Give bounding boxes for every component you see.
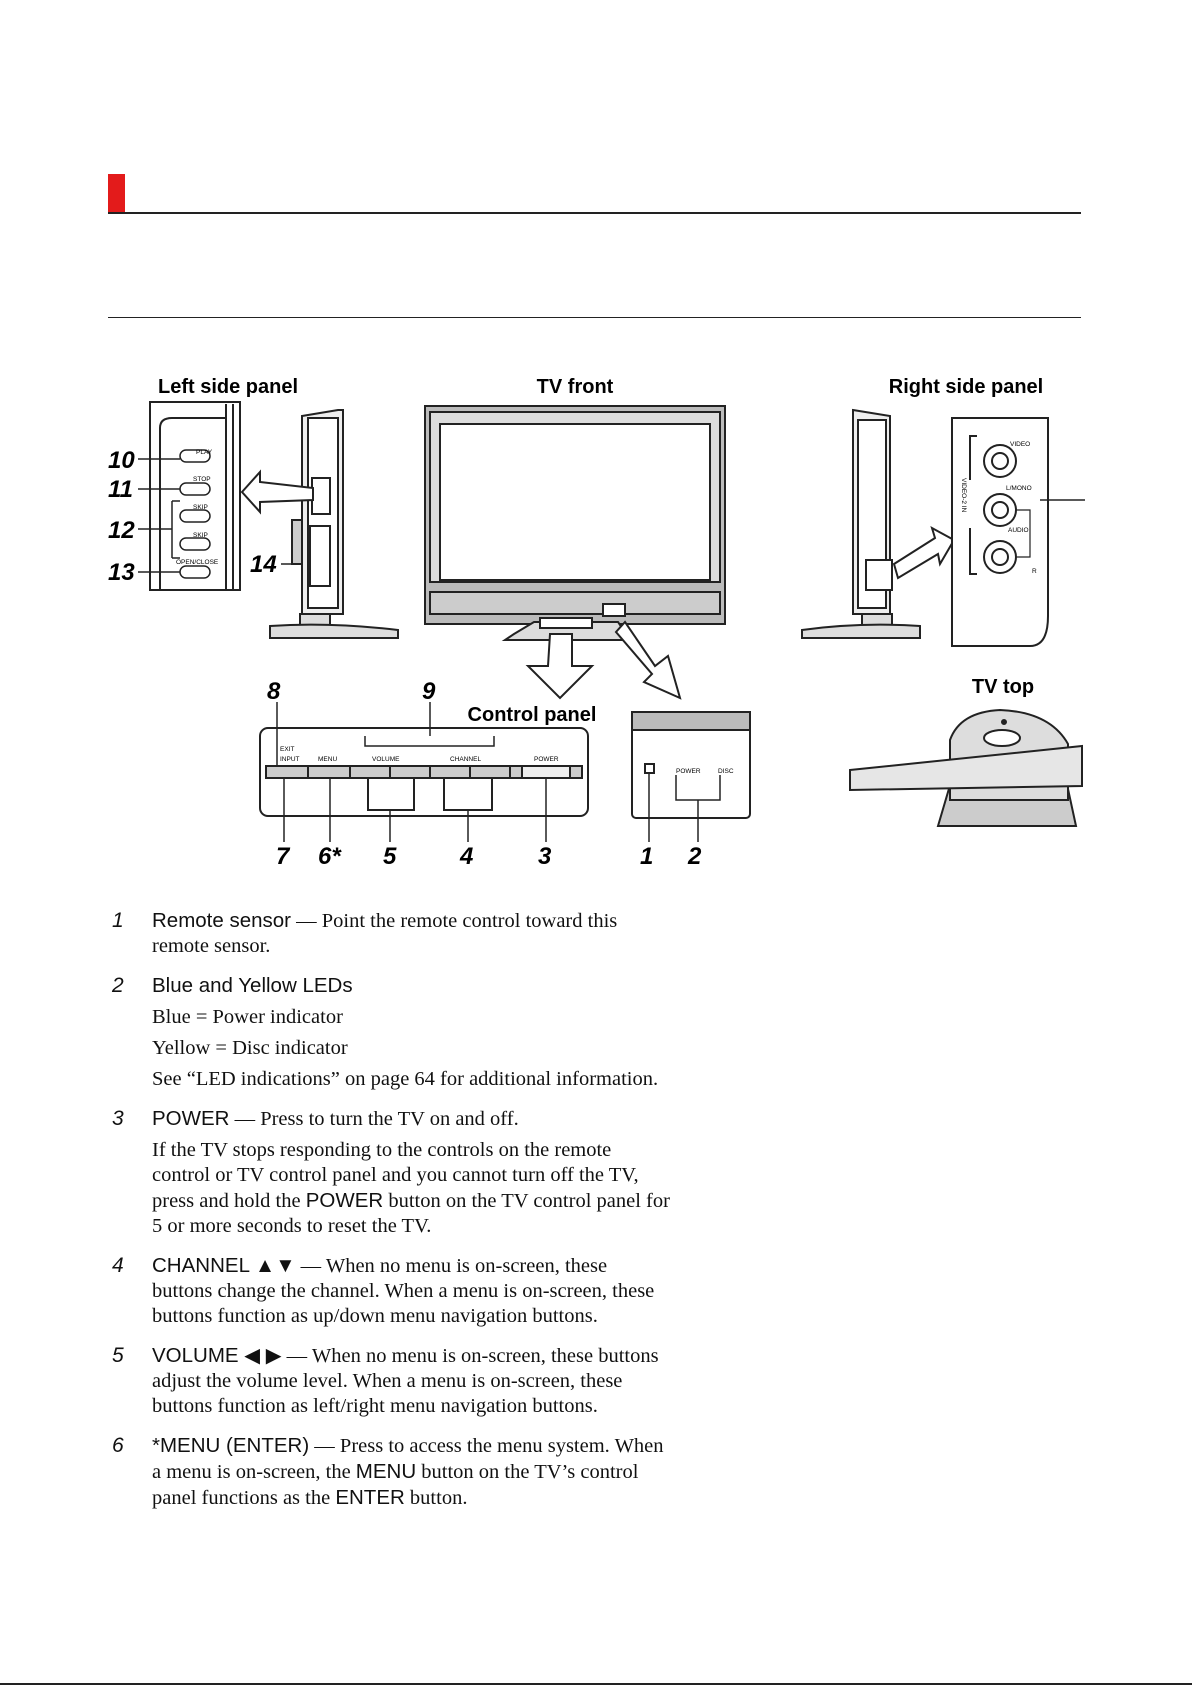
- item-number: 2: [112, 974, 124, 997]
- video2-in-label: VIDEO-2 IN: [960, 478, 967, 513]
- open-close-label: OPEN/CLOSE: [176, 559, 219, 566]
- led-disc-label: DISC: [718, 768, 734, 775]
- item-number: 6: [112, 1434, 124, 1457]
- item-number: 4: [112, 1254, 124, 1277]
- control-panel-title: Control panel: [468, 704, 597, 726]
- item-lead: VOLUME ◀ ▶: [152, 1344, 282, 1367]
- item-text: Yellow = Disc indicator: [152, 1037, 348, 1059]
- header-rule: [108, 212, 1081, 214]
- down-arrow-icon: [525, 633, 595, 700]
- tv-front-view: [424, 405, 726, 641]
- callout-5: 5: [383, 843, 397, 870]
- skip-back-label: SKIP: [193, 504, 208, 511]
- skip-fwd-label: SKIP: [193, 532, 208, 539]
- item-lead: CHANNEL ▲▼: [152, 1254, 296, 1277]
- jack-panel: [951, 417, 1085, 647]
- item-text: — When no menu is on-screen, these butto…: [152, 1345, 659, 1417]
- item-number: 5: [112, 1344, 124, 1367]
- control-panel-closeup: [259, 727, 589, 817]
- led-panel: [631, 711, 751, 842]
- callout-11: 11: [108, 476, 133, 503]
- led-power-label: POWER: [676, 768, 701, 775]
- item-3: 3 POWER — Press to turn the TV on and of…: [110, 1106, 670, 1239]
- item-number: 3: [112, 1107, 124, 1130]
- callout-10: 10: [108, 447, 135, 474]
- callout-14: 14: [250, 551, 277, 578]
- channel-label: CHANNEL: [450, 756, 481, 763]
- footer-rule: [0, 1683, 1192, 1685]
- right-arrow-icon: [892, 525, 956, 580]
- item-text: button on the TV control panel for 5 or …: [152, 1190, 670, 1237]
- item-5: 5 VOLUME ◀ ▶ — When no menu is on-screen…: [110, 1343, 670, 1419]
- callout-6: 6*: [318, 843, 342, 870]
- item-text: button on the TV’s control panel functio…: [152, 1461, 639, 1509]
- power-key: POWER: [305, 1189, 384, 1212]
- item-text: If the TV stops responding to the contro…: [152, 1139, 639, 1212]
- callout-12: 12: [108, 517, 135, 544]
- callout-7: 7: [276, 843, 291, 870]
- volume-label: VOLUME: [372, 756, 400, 763]
- item-text: See “LED indications” on page 64 for add…: [152, 1068, 659, 1090]
- item-4: 4 CHANNEL ▲▼ — When no menu is on-screen…: [110, 1253, 670, 1329]
- tv-top-view: [849, 708, 1083, 827]
- item-text: When a menu is on-screen, the: [152, 1435, 664, 1483]
- item-text: button.: [404, 1487, 468, 1509]
- jack-r-label: R: [1032, 568, 1037, 575]
- callout-13: 13: [108, 559, 135, 586]
- right-side-panel-title: Right side panel: [889, 376, 1043, 398]
- item-text: — When no menu is on-screen, these butto…: [152, 1255, 655, 1327]
- menu-label: MENU: [318, 756, 337, 763]
- callout-4: 4: [459, 843, 473, 870]
- left-callout-lines: [138, 458, 307, 573]
- tv-front-title: TV front: [537, 376, 614, 398]
- play-label: PLAY: [196, 449, 213, 456]
- tv-side-view-left: [269, 409, 399, 639]
- left-disc-buttons: [179, 449, 211, 579]
- jack-lmono-label: L/MONO: [1006, 485, 1032, 492]
- item-6: 6 *MENU (ENTER) — Press to access the me…: [110, 1433, 670, 1511]
- stop-label: STOP: [193, 476, 211, 483]
- item-text: — Press to turn the TV on and off.: [234, 1108, 519, 1130]
- callout-1: 1: [640, 843, 653, 870]
- item-1: 1 Remote sensor — Point the remote contr…: [110, 908, 670, 959]
- input-label: INPUT: [280, 756, 300, 763]
- diag-arrow-icon: [614, 620, 682, 700]
- item-text: — Point the remote control toward this r…: [152, 910, 618, 957]
- item-lead: Blue and Yellow LEDs: [152, 974, 353, 997]
- item-list: 1 Remote sensor — Point the remote contr…: [110, 908, 670, 1525]
- jack-video-label: VIDEO: [1010, 441, 1030, 448]
- item-text: Blue = Power indicator: [152, 1006, 343, 1028]
- item-lead: *MENU (ENTER): [152, 1434, 310, 1457]
- item-number: 1: [112, 909, 124, 932]
- callout-3: 3: [538, 843, 552, 870]
- item-2: 2 Blue and Yellow LEDs Blue = Power indi…: [110, 973, 670, 1092]
- callout-8: 8: [267, 678, 281, 705]
- left-arrow-icon: [240, 469, 314, 515]
- tv-diagram: Left side panel TV front Right side pane…: [108, 376, 1085, 870]
- left-side-panel-title: Left side panel: [158, 376, 298, 398]
- enter-key: ENTER: [335, 1486, 405, 1509]
- power-label: POWER: [534, 756, 559, 763]
- menu-key: MENU: [355, 1460, 417, 1483]
- section-marker: [108, 174, 125, 213]
- exit-label: EXIT: [280, 746, 294, 753]
- control-callout-lines: [276, 702, 547, 842]
- item-text: — Press to access the menu system.: [314, 1435, 610, 1457]
- tv-side-view-right: [801, 408, 921, 639]
- subheader-rule: [108, 317, 1081, 318]
- item-lead: Remote sensor: [152, 909, 292, 932]
- callout-2: 2: [687, 843, 702, 870]
- callout-9: 9: [422, 678, 436, 705]
- jack-audio-label: AUDIO: [1008, 527, 1029, 534]
- item-lead: POWER: [152, 1107, 230, 1130]
- tv-top-title: TV top: [972, 676, 1034, 698]
